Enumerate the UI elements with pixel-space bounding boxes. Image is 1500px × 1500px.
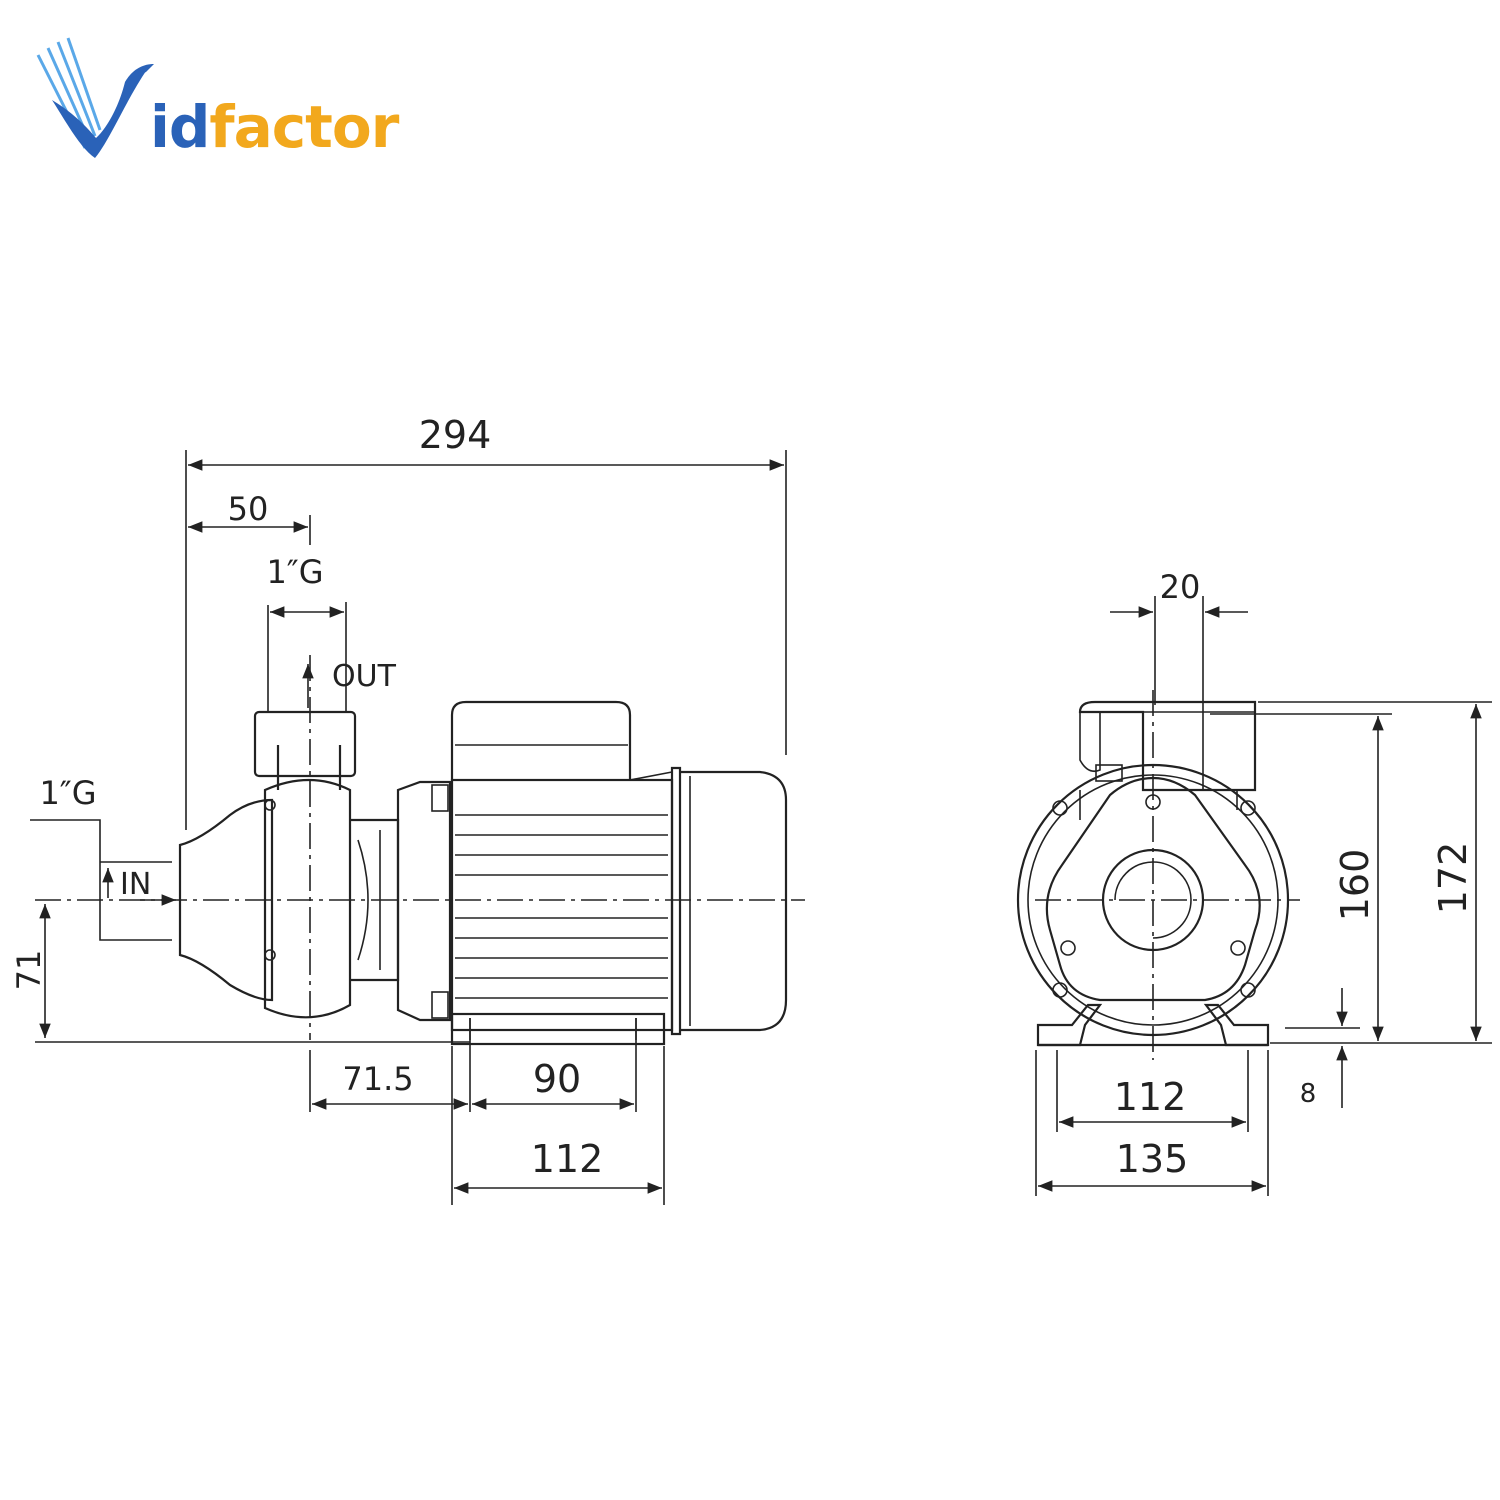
vidfactor-wordmark: idfactor xyxy=(150,98,399,156)
dim-foot-thickness: 8 xyxy=(1300,1079,1317,1109)
label-out: OUT xyxy=(332,659,397,694)
front-casing-inner xyxy=(1027,774,1279,1026)
pump-outlet-fitting xyxy=(253,710,357,778)
dim-outlet-height: 160 xyxy=(1333,849,1377,922)
front-outlet-neck xyxy=(1079,790,1238,820)
dim-foot-offset: 71.5 xyxy=(342,1060,413,1098)
flange-bolt-2 xyxy=(1060,940,1076,956)
dim-outlet-offset: 50 xyxy=(228,490,269,528)
vidfactor-v-bird-icon xyxy=(36,37,154,158)
casing-bolt-2 xyxy=(1240,800,1256,816)
front-outlet-plug xyxy=(1095,764,1123,782)
front-inlet-port-outer xyxy=(1101,848,1205,952)
side-view: 294 50 1″G OUT 1″G IN 71 xyxy=(10,413,805,1205)
dim-shaft-height: 71 xyxy=(10,950,48,991)
fan-cover-ring xyxy=(670,766,682,1036)
motor-body xyxy=(450,778,674,1032)
motor-foot xyxy=(450,1012,666,1046)
label-in: IN xyxy=(120,867,151,902)
front-outlet-head xyxy=(1078,700,1257,792)
bracket-curve xyxy=(357,839,369,961)
front-foot-right xyxy=(1203,1003,1270,1047)
casing-bolt-3 xyxy=(1052,982,1068,998)
front-view: 20 xyxy=(1016,568,1492,1196)
logo-text-id: id xyxy=(150,93,210,161)
terminal-box-slope xyxy=(629,771,673,781)
casing-bolt-4 xyxy=(1240,982,1256,998)
dim-total-height: 172 xyxy=(1431,842,1475,915)
casing-bolt-1 xyxy=(1052,800,1068,816)
pump-inlet-cone xyxy=(178,798,274,1002)
logo-text-factor: factor xyxy=(209,93,399,161)
terminal-box xyxy=(450,700,632,780)
fan-cover xyxy=(680,770,788,1032)
motor-flange xyxy=(396,780,452,1022)
dim-foot-width: 135 xyxy=(1116,1137,1189,1181)
dim-overall-length: 294 xyxy=(419,413,492,457)
flange-bolt-bottom xyxy=(431,991,449,1019)
dim-foot-hole-spacing: 90 xyxy=(533,1057,581,1101)
label-inlet-thread: 1″G xyxy=(39,774,96,812)
flange-bolt-1 xyxy=(1145,794,1161,810)
flange-bolt-3 xyxy=(1230,940,1246,956)
inlet-leader xyxy=(30,819,172,941)
volute-bolt-bottom xyxy=(264,949,276,961)
flange-bolt-top xyxy=(431,784,449,812)
front-triangle-flange xyxy=(1045,776,1261,1002)
front-casing-outer xyxy=(1016,763,1290,1037)
motor-fins xyxy=(455,814,668,999)
dim-front-outlet-offset: 20 xyxy=(1160,568,1201,606)
dim-foot-length: 112 xyxy=(531,1137,604,1181)
front-outlet-left-lip xyxy=(1079,712,1101,773)
pump-outlet-neck xyxy=(276,745,342,790)
front-inlet-port-inner xyxy=(1114,861,1192,939)
label-outlet-thread: 1″G xyxy=(266,553,323,591)
pump-volute xyxy=(263,778,352,1019)
front-foot-left xyxy=(1036,1003,1103,1047)
dim-front-foot-hole-spacing: 112 xyxy=(1114,1075,1187,1119)
vidfactor-logo: idfactor xyxy=(30,30,410,180)
volute-bolt-top xyxy=(264,799,276,811)
